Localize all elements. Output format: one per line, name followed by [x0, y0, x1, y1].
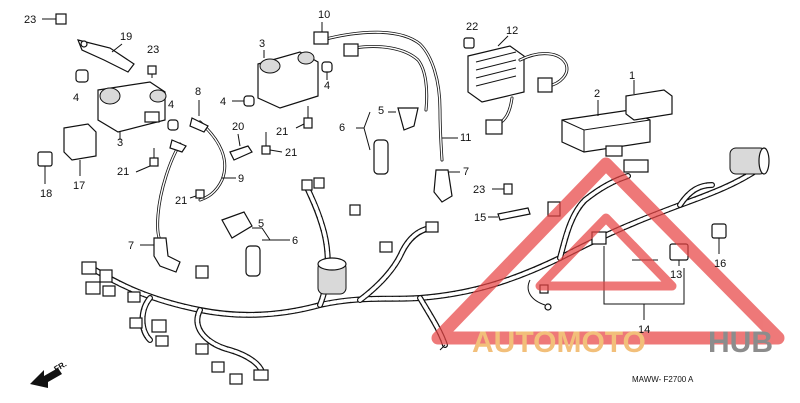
callout-20: 20	[232, 121, 244, 133]
part-16-connector	[711, 223, 727, 254]
part-19-bracket	[77, 39, 135, 73]
callout-9: 9	[238, 173, 244, 185]
part-23-bolt-right	[492, 183, 513, 195]
callout-5: 5	[258, 218, 264, 230]
diagram-code: MAWW- F2700 A	[632, 375, 694, 384]
watermark-triangle	[431, 157, 785, 345]
watermark-text-automoto: AUTOMOTO	[472, 326, 646, 359]
part-23-bolt-top-left	[42, 13, 67, 25]
part-1-module	[625, 80, 673, 121]
callout-11: 11	[460, 132, 471, 144]
part-22-nut	[463, 37, 475, 49]
part-8-wire-boot	[189, 100, 227, 202]
part-18-connector	[37, 151, 53, 184]
callout-21: 21	[175, 195, 187, 207]
callout-21: 21	[117, 166, 129, 178]
callout-4: 4	[168, 99, 174, 111]
callout-4: 4	[324, 80, 330, 92]
callout-16: 16	[714, 258, 726, 270]
part-23-bolt-mid	[147, 65, 157, 78]
part-11-plug-wire	[343, 43, 458, 139]
harness-connectors	[81, 147, 770, 385]
part-17-relay	[63, 123, 97, 176]
part-5-6-plug-cap-lower	[221, 211, 290, 277]
part-3-ignition-coil-center	[257, 50, 319, 109]
callout-13: 13	[670, 269, 682, 281]
part-4-grommets-center	[232, 61, 333, 107]
callout-12: 12	[506, 25, 518, 37]
part-12-regulator-rectifier	[467, 35, 569, 135]
part-4-grommet-coil	[167, 119, 179, 131]
callout-23: 23	[24, 14, 36, 26]
callout-23: 23	[147, 44, 159, 56]
callout-5: 5	[378, 105, 384, 117]
callout-21: 21	[285, 147, 297, 159]
part-7-plug-cap-left	[140, 237, 181, 273]
callout-15: 15	[474, 212, 486, 224]
callout-1: 1	[629, 70, 635, 82]
callout-7: 7	[128, 240, 134, 252]
part-10-plug-wire	[313, 22, 444, 162]
callout-10: 10	[318, 9, 330, 21]
callout-7: 7	[463, 166, 469, 178]
part-20-clip	[229, 133, 253, 161]
callout-3: 3	[259, 38, 265, 50]
part-7-plug-cap-right	[433, 169, 460, 203]
part-5-6-plug-cap-center	[356, 107, 419, 175]
callout-8: 8	[195, 86, 201, 98]
front-direction-arrow	[30, 368, 62, 388]
callout-22: 22	[466, 21, 478, 33]
part-2-control-unit	[561, 100, 651, 157]
callout-19: 19	[120, 31, 132, 43]
part-21-bolts	[135, 106, 313, 199]
callout-4: 4	[73, 92, 79, 104]
part-3-ignition-coil-left	[97, 81, 167, 140]
callout-21: 21	[276, 126, 288, 138]
callout-6: 6	[292, 235, 298, 247]
callout-14: 14	[638, 324, 650, 336]
callout-23: 23	[473, 184, 485, 196]
part-4-grommet-left	[75, 69, 89, 83]
part-9-plug-wire	[156, 139, 236, 242]
callout-3: 3	[117, 137, 123, 149]
part-15-clamp	[488, 207, 531, 221]
callout-18: 18	[40, 188, 52, 200]
watermark-text-hub: HUB	[708, 326, 773, 359]
callout-2: 2	[594, 88, 600, 100]
direction-label: FR.	[53, 359, 69, 373]
callout-17: 17	[73, 180, 85, 192]
callout-4: 4	[220, 96, 226, 108]
callout-6: 6	[339, 122, 345, 134]
